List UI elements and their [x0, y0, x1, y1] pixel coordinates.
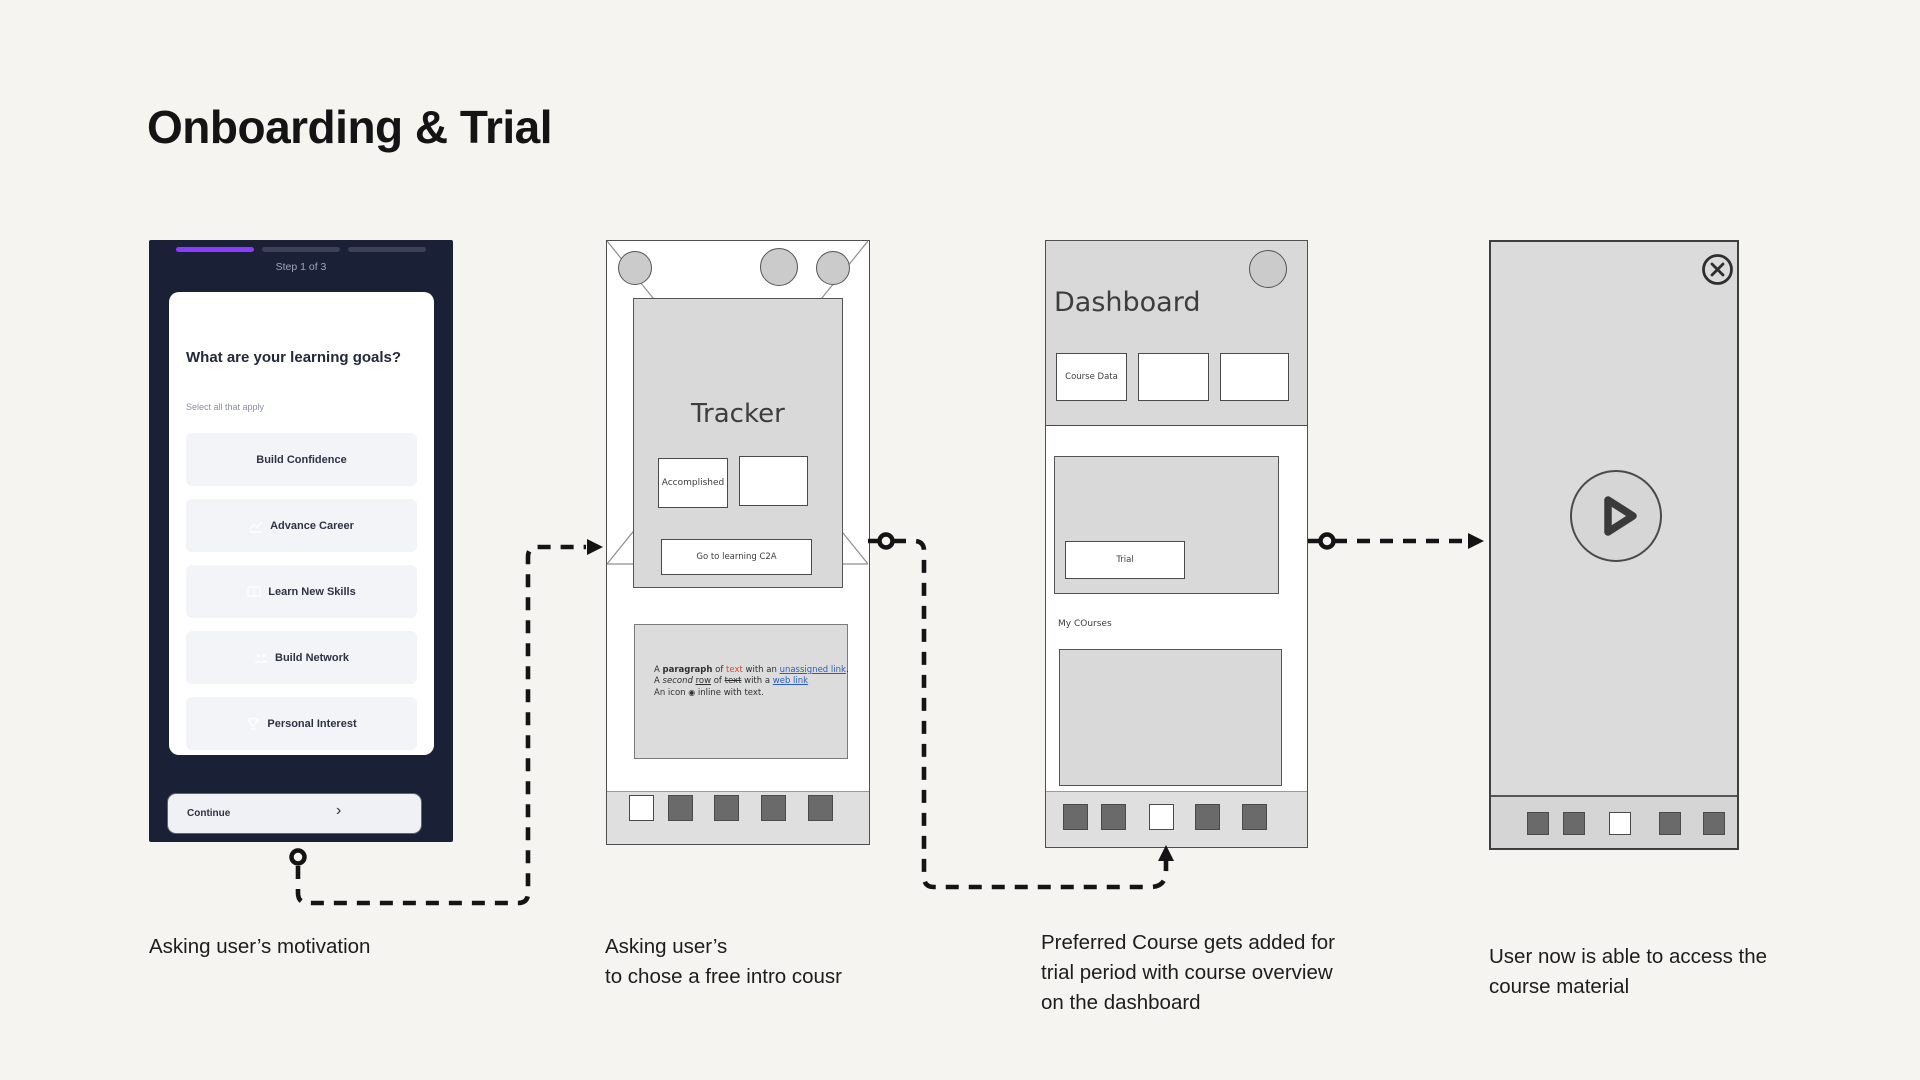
- accomplished-box: Accomplished: [658, 458, 728, 508]
- nav-item[interactable]: [714, 795, 739, 821]
- avatar-placeholder: [816, 251, 850, 285]
- tracker-card: Tracker Accomplished Go to learning C2A: [633, 298, 843, 588]
- dashboard-title: Dashboard: [1054, 287, 1201, 318]
- connector-node-icon: [877, 532, 895, 550]
- goals-subtitle: Select all that apply: [186, 402, 265, 412]
- book-icon: [247, 585, 261, 599]
- nav-item[interactable]: [1527, 812, 1549, 835]
- nav-item-active[interactable]: [1609, 812, 1631, 835]
- chevron-right-icon: ›: [336, 802, 342, 819]
- bottom-nav-bar: [1046, 791, 1307, 847]
- go-to-learning-cta-button[interactable]: Go to learning C2A: [661, 539, 812, 575]
- nav-item-active[interactable]: [1149, 804, 1174, 830]
- nav-item[interactable]: [1101, 804, 1126, 830]
- nav-item-home[interactable]: [629, 795, 654, 821]
- course-list-placeholder: [1059, 649, 1282, 786]
- course-data-card[interactable]: Course Data: [1056, 353, 1127, 401]
- caption-screen1: Asking user’s motivation: [149, 935, 371, 958]
- play-icon: [1604, 496, 1637, 536]
- nav-item[interactable]: [1195, 804, 1220, 830]
- arrowhead-icon: [1468, 533, 1484, 549]
- nav-item[interactable]: [1563, 812, 1585, 835]
- nav-item[interactable]: [1063, 804, 1088, 830]
- goal-option-advance-career[interactable]: Advance Career: [186, 499, 417, 552]
- caption-screen2: Asking user’s to chose a free intro cous…: [605, 935, 843, 988]
- nav-item[interactable]: [761, 795, 786, 821]
- paragraph-block: A paragraph of text with an unassigned l…: [634, 624, 849, 759]
- continue-button[interactable]: Continue ›: [168, 794, 421, 833]
- connector-node-icon: [1318, 532, 1336, 550]
- trial-badge[interactable]: Trial: [1065, 541, 1185, 579]
- my-courses-label: My COurses: [1058, 619, 1112, 629]
- goal-option-learn-new-skills[interactable]: Learn New Skills: [186, 565, 417, 618]
- empty-stat-box: [739, 456, 808, 506]
- screen-onboarding-goals: Step 1 of 3 What are your learning goals…: [149, 240, 453, 842]
- caption-screen3: Preferred Course gets added for trial pe…: [1041, 931, 1335, 1014]
- nav-item[interactable]: [808, 795, 833, 821]
- chart-icon: [249, 519, 263, 533]
- course-overview-card: Trial: [1054, 456, 1279, 594]
- empty-card: [1220, 353, 1289, 401]
- screen-tracker-wireframe: Tracker Accomplished Go to learning C2A …: [606, 240, 870, 845]
- player-divider: [1491, 795, 1737, 797]
- caption-screen4: User now is able to access the course ma…: [1489, 945, 1768, 998]
- trophy-icon: [246, 717, 260, 731]
- connector-3: [1308, 532, 1484, 550]
- screen-dashboard-wireframe: Dashboard Course Data Trial My COurses: [1045, 240, 1308, 848]
- screen-course-player-wireframe: [1489, 240, 1739, 850]
- step-indicator: Step 1 of 3: [275, 261, 327, 273]
- page-title: Onboarding & Trial: [147, 101, 553, 153]
- bottom-nav-bar: [1491, 797, 1737, 848]
- bottom-nav-bar: [607, 791, 869, 844]
- close-icon[interactable]: [1701, 253, 1734, 286]
- goals-card: What are your learning goals? Select all…: [169, 292, 434, 755]
- arrowhead-icon: [587, 539, 603, 555]
- connector-node-icon: [289, 848, 307, 866]
- progress-segment: [262, 247, 340, 252]
- nav-item[interactable]: [1659, 812, 1681, 835]
- progress-segment-active: [176, 247, 254, 252]
- empty-card: [1138, 353, 1209, 401]
- goal-option-personal-interest[interactable]: Personal Interest: [186, 697, 417, 750]
- goals-question: What are your learning goals?: [186, 349, 402, 366]
- nav-item[interactable]: [668, 795, 693, 821]
- goal-option-build-confidence[interactable]: Build Confidence: [186, 433, 417, 486]
- avatar[interactable]: [1249, 250, 1287, 288]
- avatar-placeholder: [618, 251, 652, 285]
- tracker-title: Tracker: [691, 399, 785, 429]
- dashboard-header: Dashboard Course Data: [1046, 241, 1307, 426]
- avatar-placeholder: [760, 248, 798, 286]
- progress-segment: [348, 247, 426, 252]
- play-button[interactable]: [1570, 470, 1662, 562]
- nav-item[interactable]: [1242, 804, 1267, 830]
- goal-option-build-network[interactable]: Build Network: [186, 631, 417, 684]
- nav-item[interactable]: [1703, 812, 1725, 835]
- people-icon: [254, 651, 268, 665]
